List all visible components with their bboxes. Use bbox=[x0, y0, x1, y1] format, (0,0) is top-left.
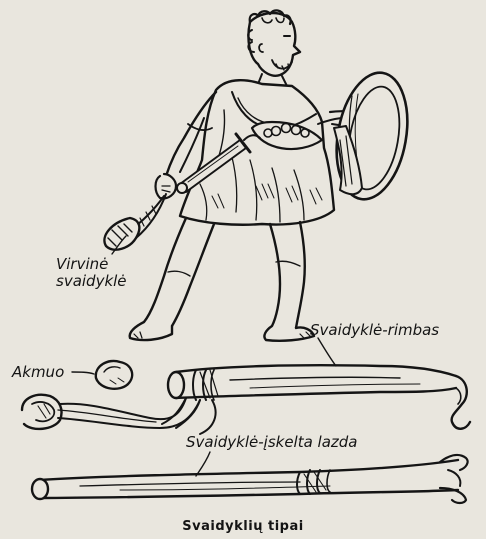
label-sling-strap: Svaidyklė-rimbas bbox=[310, 322, 439, 338]
figure-caption: Svaidyklių tipai bbox=[0, 519, 486, 534]
label-rope-sling-line2: svaidyklė bbox=[56, 273, 127, 289]
leader-stone bbox=[72, 372, 94, 374]
stone-drawing bbox=[96, 361, 132, 389]
split-stick-drawing bbox=[32, 455, 468, 503]
label-rope-sling-line1: Virvinė bbox=[56, 256, 108, 272]
label-stone: Akmuo bbox=[12, 364, 64, 380]
label-split-stick-sling: Svaidyklė-įskelta lazda bbox=[186, 434, 358, 450]
leader-sling-strap bbox=[318, 338, 336, 366]
warrior-figure bbox=[104, 10, 416, 340]
sling-pouch-drawing bbox=[22, 395, 200, 429]
sling-strap-drawing bbox=[162, 365, 470, 434]
leader-split-stick bbox=[196, 452, 210, 476]
